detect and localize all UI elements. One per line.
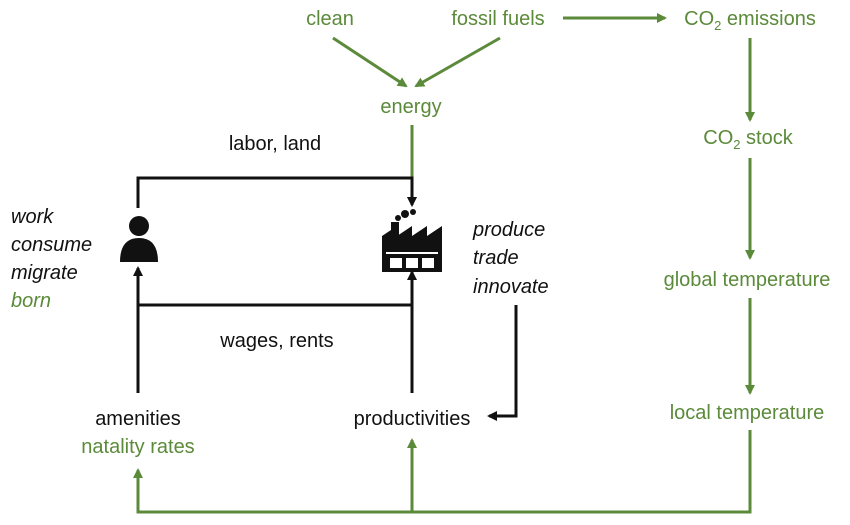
label-migrate: migrate [11,262,78,284]
arrow-clean-to-energy [332,36,408,88]
label-labor-land: labor, land [229,133,321,155]
label-amenities: amenities [95,408,181,430]
factory-icon [382,209,442,272]
label-produce: produce [472,219,545,241]
green-labels: clean fossil fuels CO2 emissions energy … [11,8,830,458]
co2-emissions-suffix: emissions [721,8,815,30]
line-local-feedback [133,430,752,514]
co2-emissions-prefix: CO [684,8,714,30]
label-born: born [11,290,51,312]
label-clean: clean [306,8,354,30]
label-co2-emissions: CO2 emissions [684,8,816,33]
arrow-fossil-to-energy [414,36,501,88]
label-innovate: innovate [473,276,549,298]
label-global-temperature: global temperature [664,269,831,291]
co2-stock-sub: 2 [733,137,740,152]
label-wages-rents: wages, rents [219,330,333,352]
person-icon [120,216,158,262]
co2-stock-prefix: CO [703,127,733,149]
black-labels: labor, land work consume migrate produce… [11,133,549,430]
label-energy: energy [380,96,441,118]
arrow-labor-land [136,176,417,208]
label-natality-rates: natality rates [81,436,194,458]
green-arrows [133,13,755,514]
black-arrows [133,176,518,421]
label-co2-stock: CO2 stock [703,127,793,152]
arrow-innovate-to-productivities [487,305,518,421]
label-fossil-fuels: fossil fuels [451,8,544,30]
label-consume: consume [11,234,92,256]
label-trade: trade [473,247,519,269]
label-work: work [11,206,54,228]
label-productivities: productivities [354,408,471,430]
co2-emissions-sub: 2 [714,18,721,33]
label-local-temperature: local temperature [670,402,825,424]
co2-stock-suffix: stock [740,127,793,149]
